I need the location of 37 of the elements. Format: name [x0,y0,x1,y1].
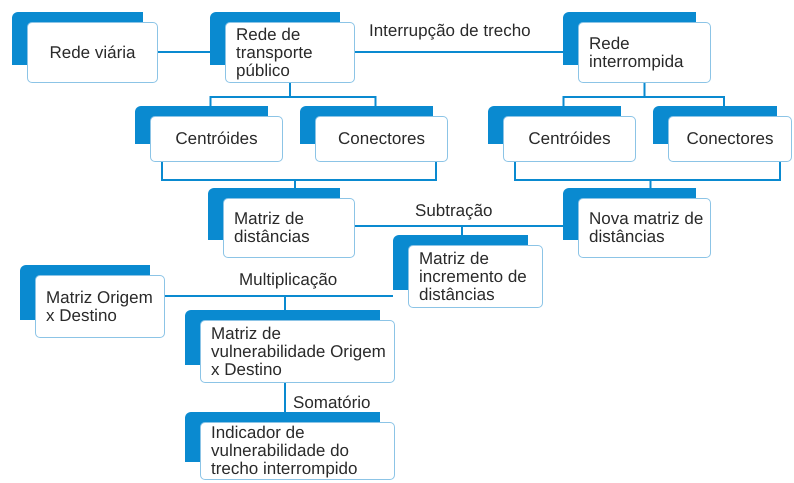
edge-label: Subtração [413,201,494,221]
connector-line [284,383,286,412]
box-text: Matriz de vulnerabilidade Origem x Destino [211,324,387,378]
box-text: Rede viária [50,44,136,62]
process-box [653,106,792,162]
connector-line [650,162,781,188]
edge-label: Multiplicação [237,270,340,290]
box-text: Centróides [528,130,611,148]
box-text: Centróides [175,130,258,148]
connector-line [294,162,437,188]
process-box [393,235,543,308]
process-box [210,12,355,83]
box-text: Matriz de distâncias [234,210,311,246]
process-box [12,12,158,83]
connector-line [284,295,393,310]
box-text: Conectores [686,130,774,148]
box-text: Rede interrompida [589,34,684,70]
connector-line [289,83,376,106]
process-box [488,106,636,162]
process-box [185,310,395,383]
box-text: Conectores [338,130,425,148]
process-box [563,188,711,258]
process-box [300,106,448,162]
process-box [185,412,395,480]
connector-line [355,51,563,53]
process-box [208,188,355,258]
box-text: Matriz de incremento de distâncias [419,250,528,304]
process-box [563,12,711,83]
process-box [135,106,283,162]
box-text: Rede de transporte público [236,26,314,80]
process-box [20,265,165,338]
box-text: Matriz Origem x Destino [46,288,154,324]
box-text: Indicador de vulnerabilidade do trecho interrompido [211,424,358,478]
connector-line [158,51,210,53]
connector-line [461,225,563,235]
box-text: Nova matriz de distâncias [589,210,704,246]
connector-line [644,83,725,106]
